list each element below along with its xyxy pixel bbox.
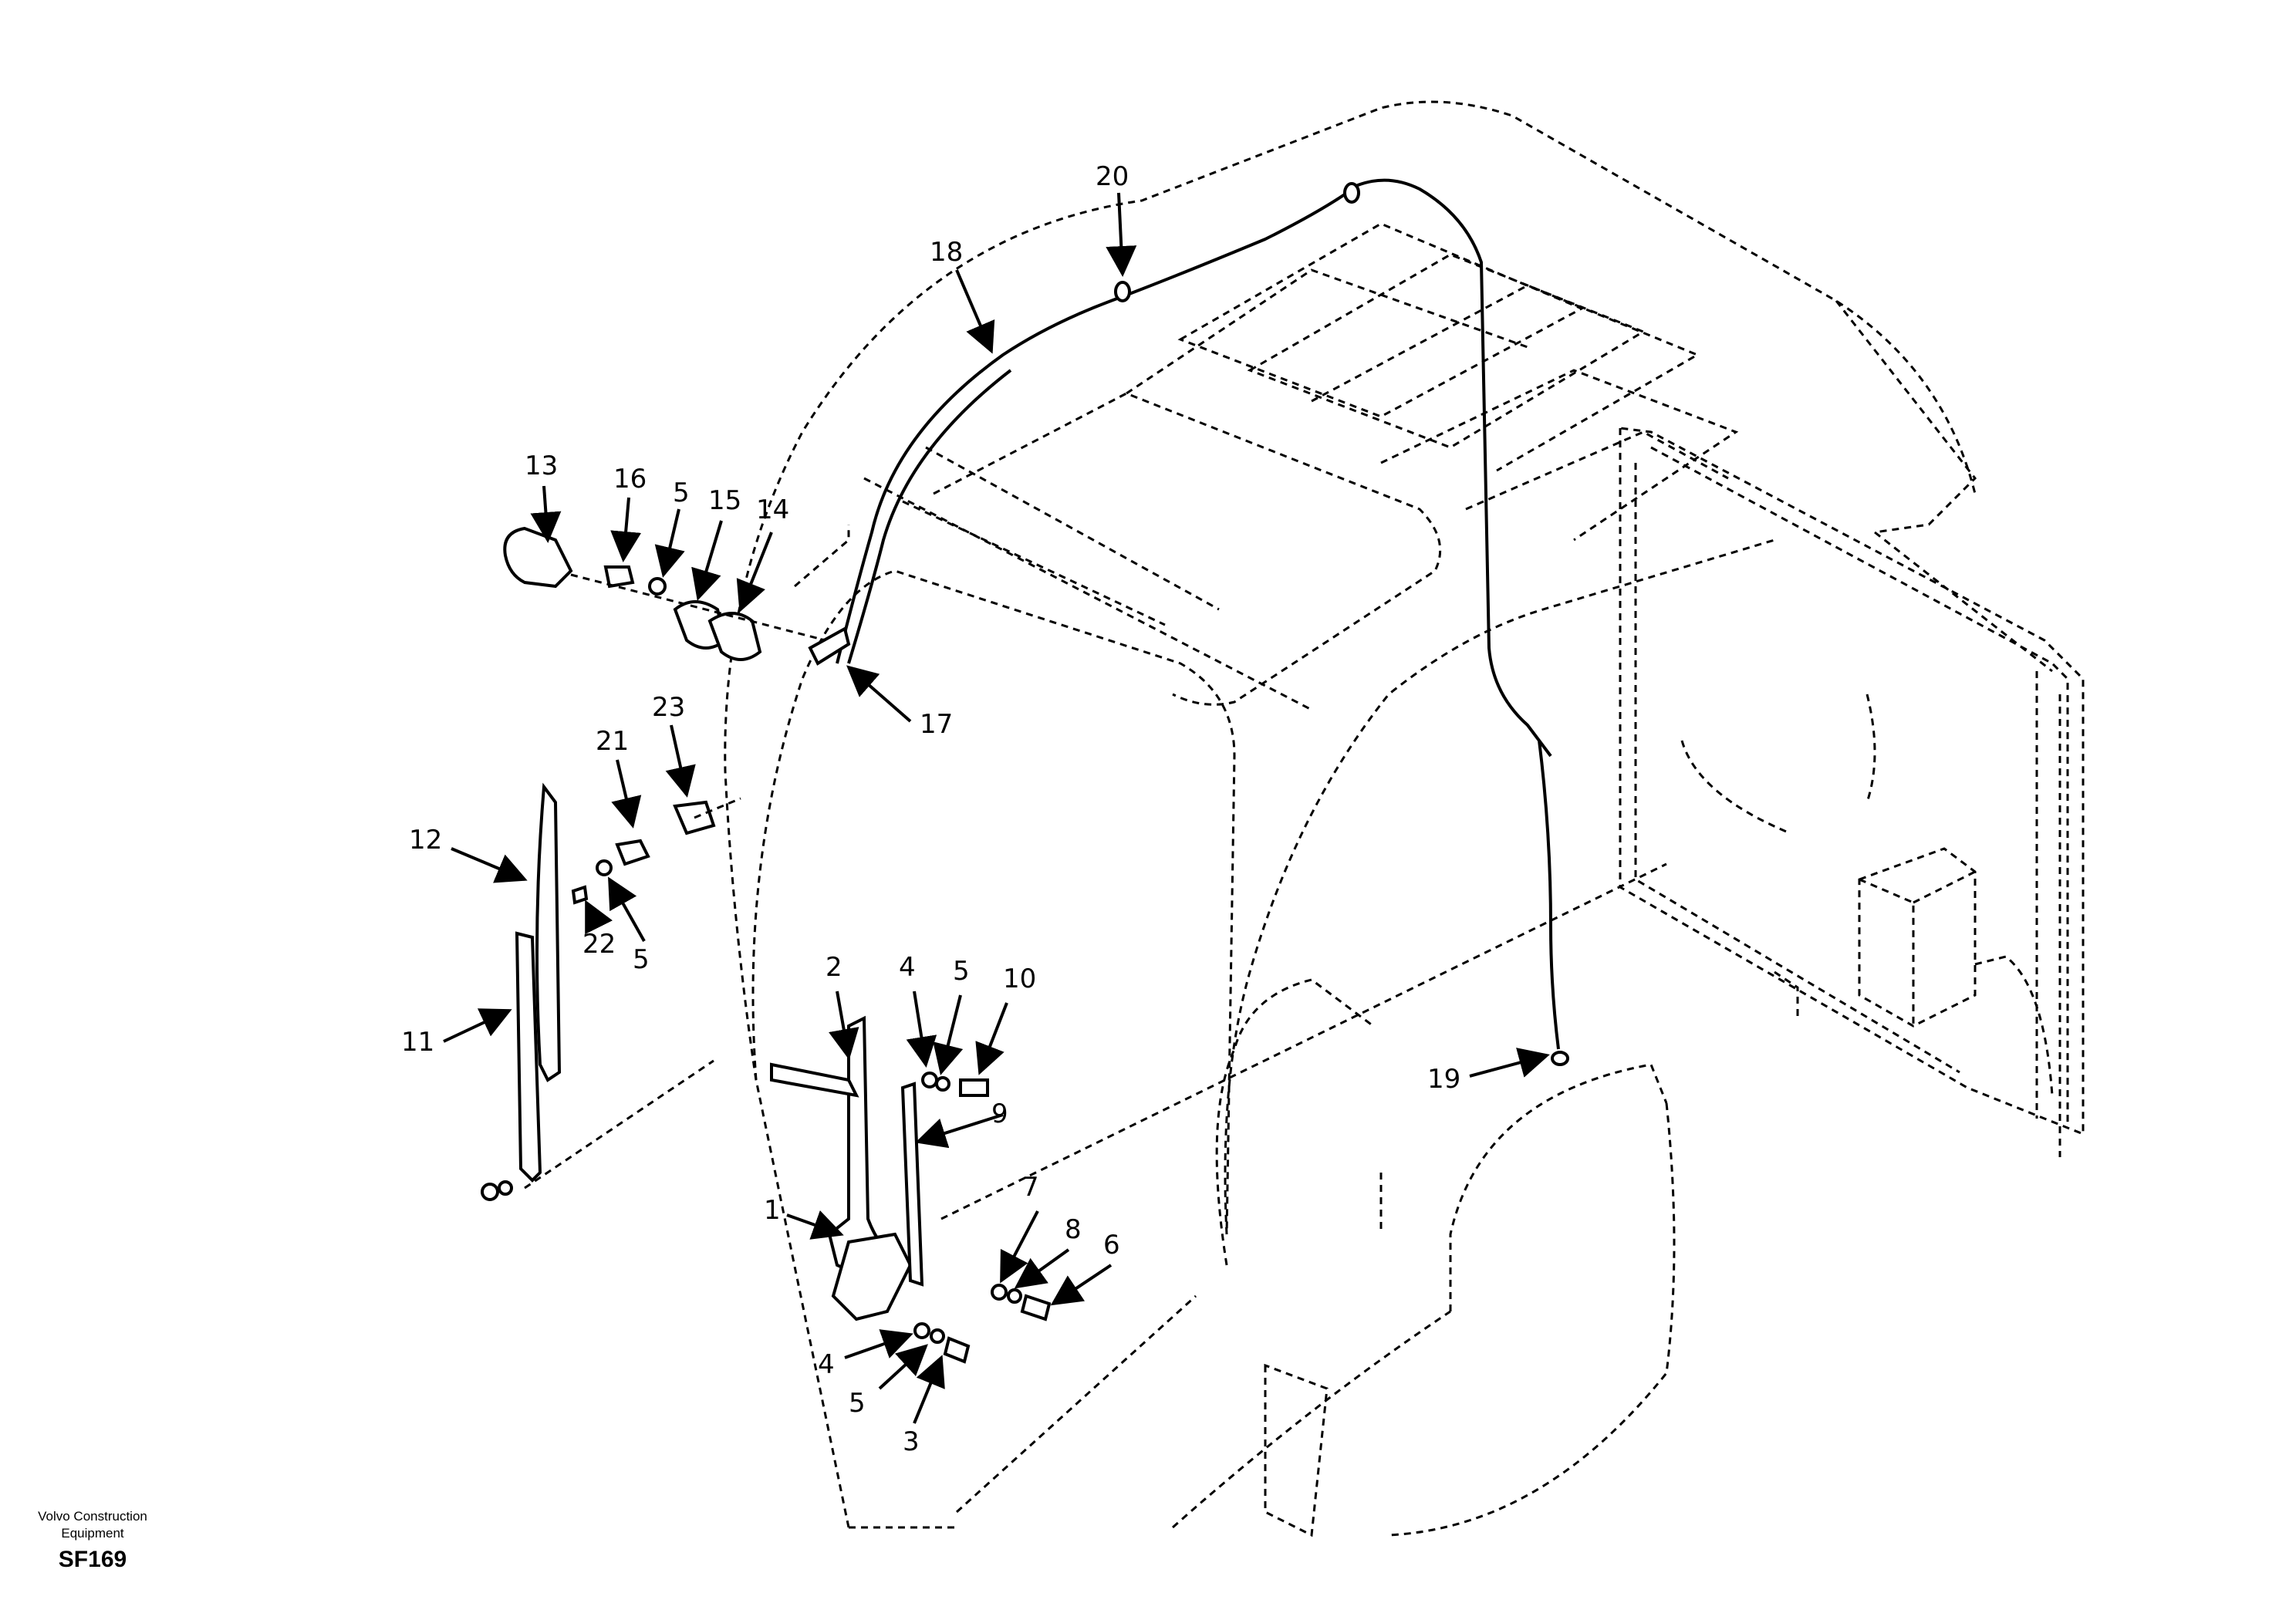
cab-outline <box>724 100 1977 1537</box>
callout-12: 12 <box>409 825 528 883</box>
callout-6: 6 <box>1050 1230 1120 1306</box>
callout-label: 4 <box>818 1349 835 1380</box>
callout-15: 15 <box>691 485 741 601</box>
callout-label: 11 <box>401 1027 434 1058</box>
callout-label: 9 <box>991 1099 1008 1129</box>
callout-3: 3 <box>903 1355 945 1457</box>
callout-label: 2 <box>826 952 842 983</box>
callout-label: 13 <box>525 451 558 481</box>
callout-20: 20 <box>1096 161 1137 277</box>
callout-22: 22 <box>582 899 616 960</box>
callout-7: 7 <box>1000 1172 1039 1284</box>
callout-16: 16 <box>610 464 647 562</box>
callout-9: 9 <box>915 1099 1008 1149</box>
callout-label: 22 <box>582 929 616 960</box>
callout-label: 4 <box>899 952 916 983</box>
callout-label: 19 <box>1427 1064 1460 1095</box>
callout-4b: 4 <box>818 1329 913 1380</box>
callout-14: 14 <box>736 494 789 613</box>
callout-label: 15 <box>708 485 741 516</box>
callout-5a: 5 <box>654 478 690 578</box>
callout-1: 1 <box>764 1195 844 1240</box>
wiper-blade-and-arm <box>481 782 562 1201</box>
callout-label: 21 <box>596 726 629 757</box>
callout-label: 3 <box>903 1426 920 1457</box>
callout-19: 19 <box>1427 1048 1550 1095</box>
washer-hose <box>836 178 1569 1066</box>
side-panel-outline <box>1619 427 2085 1157</box>
callout-18: 18 <box>930 237 995 354</box>
callout-2: 2 <box>826 952 859 1060</box>
wiper-motor-assembly <box>524 862 1667 1364</box>
callout-label: 16 <box>613 464 647 494</box>
callout-label: 10 <box>1003 964 1036 994</box>
company-line-2: Equipment <box>61 1526 124 1541</box>
callout-8: 8 <box>1014 1214 1082 1289</box>
callout-label: 18 <box>930 237 963 268</box>
callout-5b: 5 <box>608 876 650 975</box>
callout-4a: 4 <box>899 952 937 1068</box>
callout-23: 23 <box>652 692 696 798</box>
callout-label: 6 <box>1103 1230 1120 1261</box>
company-line-1: Volvo Construction <box>38 1509 147 1524</box>
callout-label: 1 <box>764 1195 781 1226</box>
callout-label: 5 <box>673 478 690 508</box>
small-parts-21-22-23 <box>571 797 741 905</box>
callout-label: 8 <box>1065 1214 1082 1245</box>
callout-label: 20 <box>1096 161 1129 192</box>
washer-nozzle-parts <box>503 526 851 666</box>
drawing-footer: Volvo Construction Equipment SF169 <box>23 1508 162 1573</box>
callout-17: 17 <box>846 665 953 740</box>
callout-label: 5 <box>849 1388 866 1419</box>
callout-label: 5 <box>633 944 650 975</box>
callout-11: 11 <box>401 1008 512 1058</box>
callout-10: 10 <box>975 964 1036 1075</box>
callout-13: 13 <box>525 451 562 543</box>
drawing-code: SF169 <box>58 1547 127 1572</box>
callout-label: 23 <box>652 692 685 723</box>
callout-5c: 5 <box>933 956 970 1075</box>
callout-label: 7 <box>1022 1172 1039 1203</box>
callout-label: 14 <box>756 494 789 525</box>
callout-label: 12 <box>409 825 442 856</box>
callout-21: 21 <box>596 726 642 829</box>
callout-label: 17 <box>920 709 953 740</box>
callout-5d: 5 <box>849 1344 928 1419</box>
callout-label: 5 <box>953 956 970 987</box>
